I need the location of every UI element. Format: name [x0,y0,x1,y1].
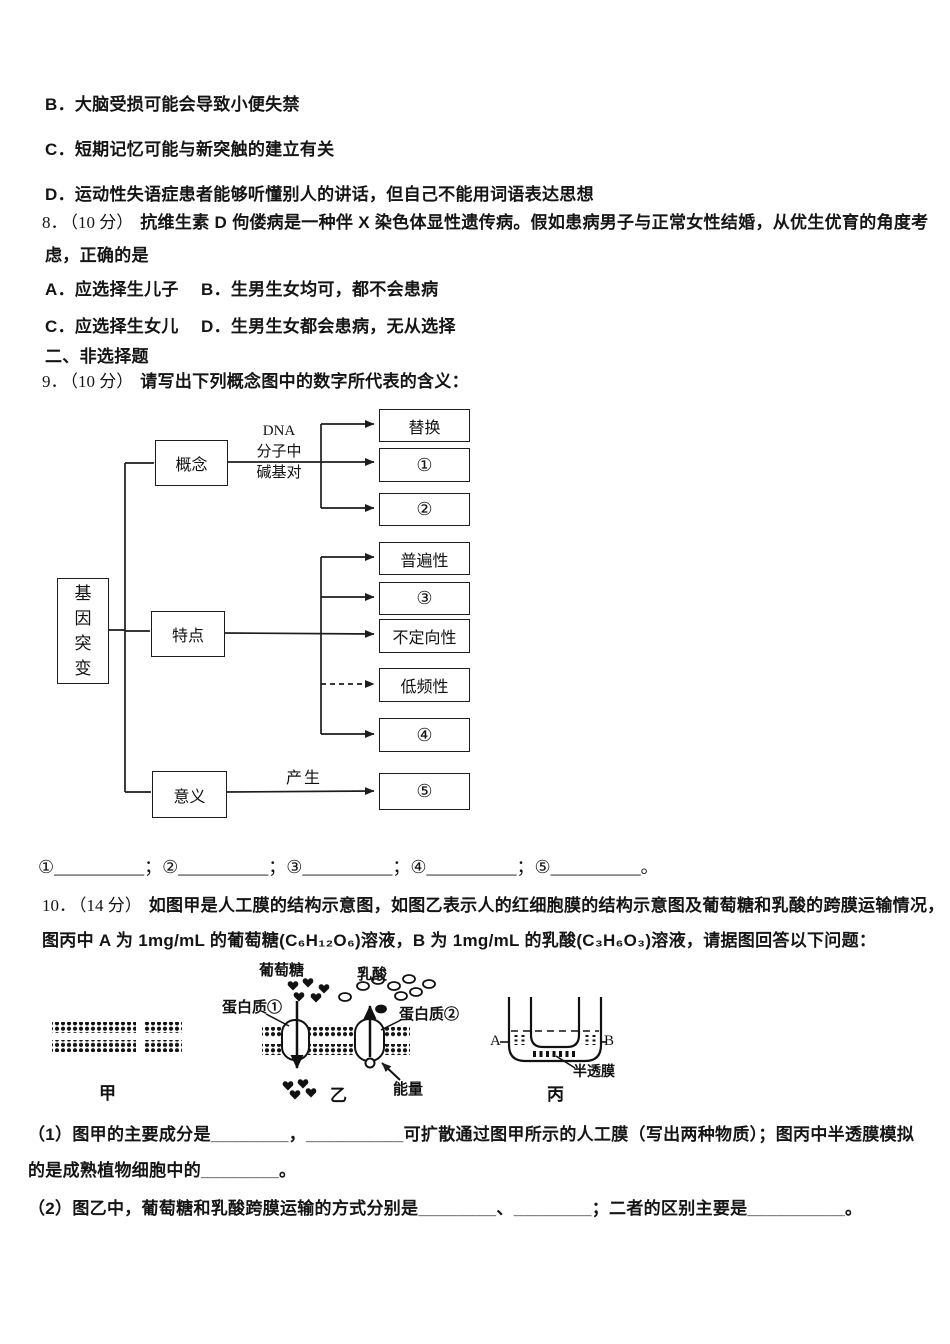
tube-a-label: A [490,1033,501,1049]
tube-b-label: B [604,1033,615,1049]
item-box-substitution: 替换 [379,409,470,442]
q10-stem-text: 如图甲是人工膜的结构示意图，如图乙表示人的红细胞膜的结构示意图及葡萄糖和乳酸的跨… [148,896,945,915]
figure-yi-membrane [262,974,436,1100]
q10-stem-line1: 10．（14 分） 如图甲是人工膜的结构示意图，如图乙表示人的红细胞膜的结构示意图… [42,894,945,917]
q9-number: 9． [42,372,68,391]
figure-jia-bilayer [52,1022,182,1052]
q7-option-d: D．运动性失语症患者能够听懂别人的讲话，但自己不能用词语表达思想 [45,185,594,204]
lactate-molecules [338,974,436,1014]
q10-sub1-line2: 的是成熟植物细胞中的________。 [28,1161,297,1180]
figure-yi-label: 乙 [330,1086,347,1105]
energy-label: 能量 [393,1081,424,1098]
item-box-circled-2: ② [379,493,470,526]
concept-edge-label: DNA 分子中 碱基对 [256,423,302,481]
q8-stem-text: 抗维生素 D 佝偻病是一种伴 X 染色体显性遗传病。假如患病男子与正常女性结婚，… [140,213,929,232]
root-box-label: 基因突变 [74,584,92,678]
q8-number: 8． [42,213,68,232]
feature-branch-lines [222,553,375,738]
semi-membrane-label: 半透膜 [573,1063,615,1079]
q9-stem-text: 请写出下列概念图中的数字所代表的含义： [140,372,469,391]
item-box-universality: 普遍性 [379,542,470,575]
q8-options-row1: A．应选择生儿子 B．生男生女均可，都不会患病 [45,280,439,299]
protein2-label: 蛋白质② [399,1006,460,1023]
q10-number: 10． [42,896,76,915]
item-box-circled-3: ③ [379,582,470,615]
q10-sub1-line1: （1）图甲的主要成分是________，__________可扩散通过图甲所示的… [28,1125,915,1144]
q9-answer-blanks: ①__________；②__________；③__________；④___… [38,857,659,877]
concept-map-bracket [105,462,154,793]
lactate-label: 乳酸 [357,966,388,983]
q10-sub2-line: （2）图乙中，葡萄糖和乳酸跨膜运输的方式分别是________、________… [28,1199,863,1218]
protein1-label: 蛋白质① [222,999,283,1016]
q9-score: （10 分） [69,372,134,391]
concept-map-root-box: 基因突变 [57,578,109,684]
feature-box: 特点 [151,611,225,657]
glucose-label: 葡萄糖 [259,962,305,979]
figure-bing-utube [500,997,607,1069]
q10-score: （14 分） [78,896,142,915]
item-box-circled-4: ④ [379,718,470,752]
section2-title: 二、非选择题 [45,347,149,366]
q8-score: （10 分） [69,213,134,232]
meaning-branch-lines [225,787,375,796]
concept-box: 概念 [155,440,228,486]
q8-options-row2: C．应选择生女儿 D．生男生女都会患病，无从选择 [45,317,456,336]
meaning-box: 意义 [152,771,227,818]
item-box-lowfrequency: 低频性 [379,668,470,702]
figure-jia-label: 甲 [99,1084,116,1103]
q10-stem-line2: 图丙中 A 为 1mg/mL 的葡萄糖(C₆H₁₂O₆)溶液，B 为 1mg/m… [42,931,877,950]
q9-stem-line: 9．（10 分） 请写出下列概念图中的数字所代表的含义： [42,370,469,393]
figure-bing-label: 丙 [547,1085,564,1104]
q8-stem-line2: 虑，正确的是 [45,246,149,265]
meaning-edge-label: 产生 [285,770,322,787]
q8-stem-line1: 8．（10 分） 抗维生素 D 佝偻病是一种伴 X 染色体显性遗传病。假如患病男子… [42,211,928,234]
q7-option-c: C．短期记忆可能与新突触的建立有关 [45,140,335,159]
item-box-circled-1: ① [379,448,470,482]
item-box-nondirectional: 不定向性 [379,619,470,653]
item-box-circled-5: ⑤ [379,773,470,810]
q7-option-b: B．大脑受损可能会导致小便失禁 [45,95,300,114]
concept-branch-lines [226,420,375,512]
